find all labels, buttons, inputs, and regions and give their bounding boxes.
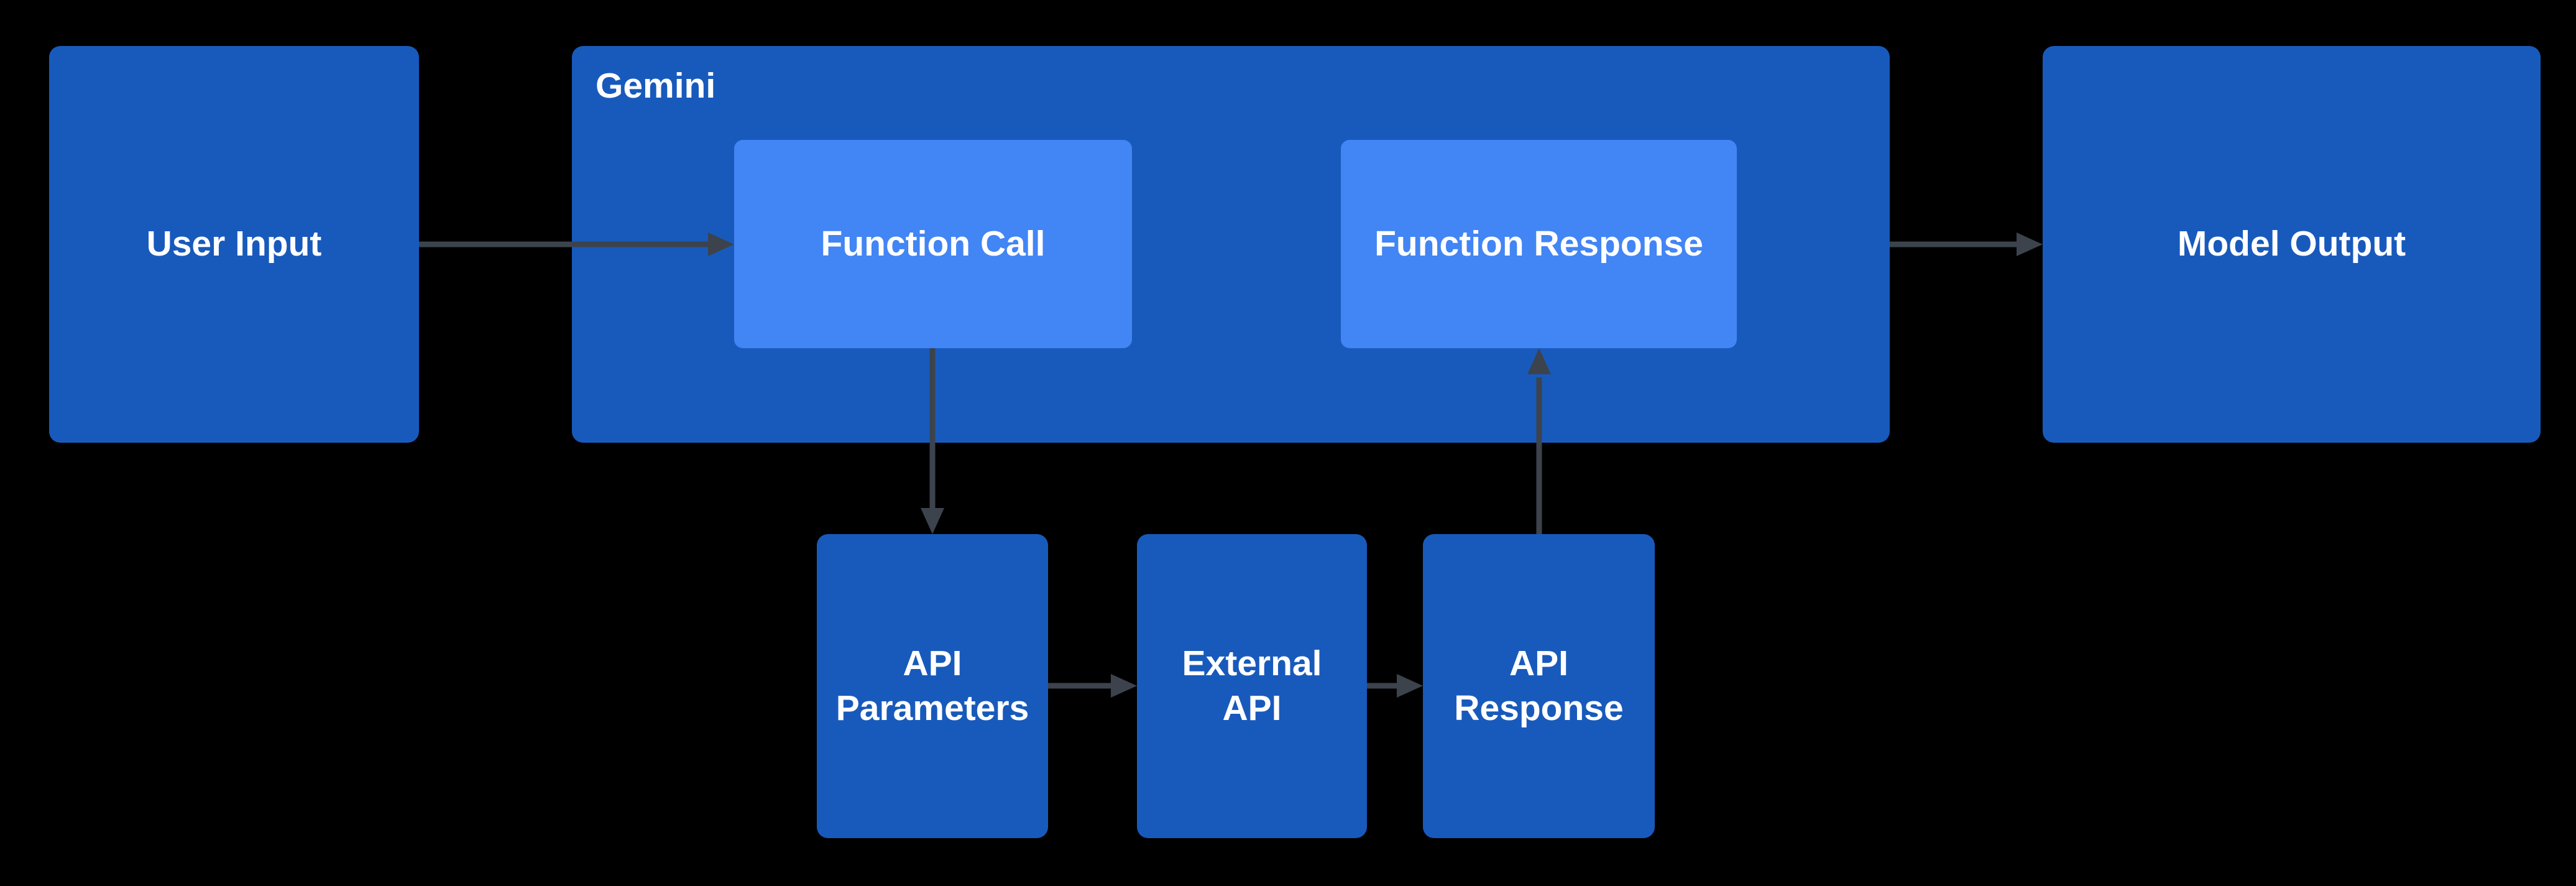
arrowhead-right-icon [2017, 233, 2043, 256]
node-external-api: External API [1137, 534, 1367, 838]
node-api-parameters: API Parameters [817, 534, 1048, 838]
arrowhead-right-icon [1397, 674, 1423, 698]
node-function-response: Function Response [1341, 140, 1737, 348]
node-model-output-label: Model Output [2177, 224, 2406, 264]
arrowhead-down-icon [921, 508, 944, 534]
arrowhead-right-icon [1111, 674, 1137, 698]
node-api-response: API Response [1423, 534, 1655, 838]
group-gemini: Gemini Function Call Function Response [572, 46, 1890, 443]
edge-api-parameters-to-external-api [1048, 674, 1137, 698]
edge-external-api-to-api-response [1367, 674, 1423, 698]
node-function-call-label: Function Call [821, 223, 1046, 264]
node-external-api-label: External API [1182, 644, 1322, 728]
node-api-response-label: API Response [1454, 644, 1624, 728]
node-user-input: User Input [49, 46, 419, 443]
edge-gemini-to-model-output [1890, 233, 2043, 256]
node-user-input-label: User Input [146, 224, 322, 264]
node-function-response-label: Function Response [1374, 223, 1703, 264]
node-function-call: Function Call [734, 140, 1132, 348]
node-api-parameters-label: API Parameters [835, 644, 1029, 728]
node-model-output: Model Output [2043, 46, 2541, 443]
group-gemini-label: Gemini [596, 66, 716, 106]
